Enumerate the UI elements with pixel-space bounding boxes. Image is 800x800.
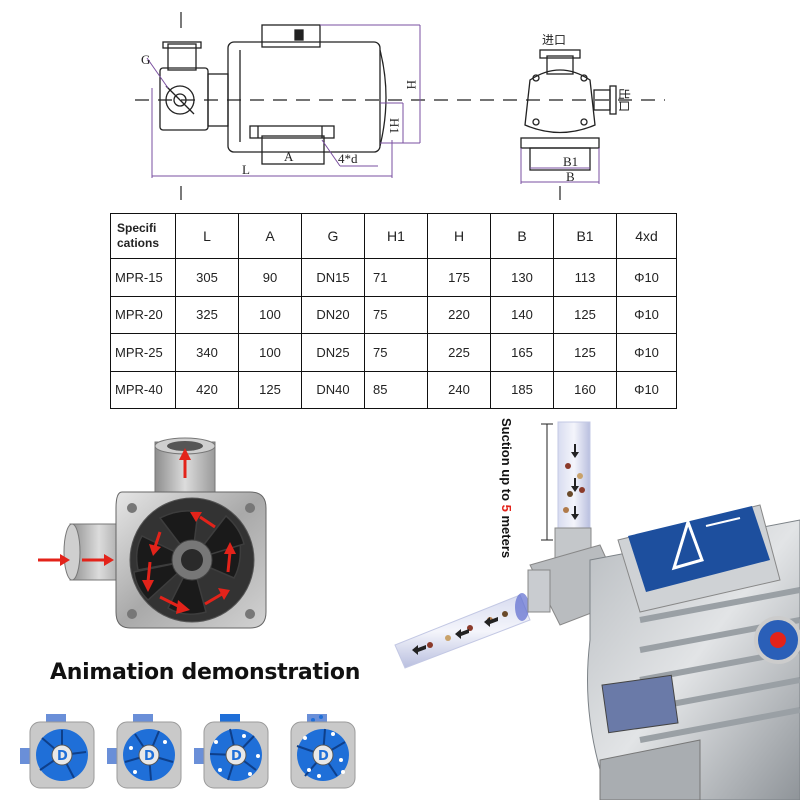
table-row: MPR-25 340 100 DN25 75 225 165 125 Φ10: [110, 333, 677, 372]
cell-a: 100: [238, 333, 302, 372]
side-view-drawing: [159, 24, 387, 165]
cell-b1: 125: [553, 295, 617, 334]
suction-motor-photo: [394, 421, 800, 800]
label-h: H: [404, 80, 419, 89]
cell-b1: 125: [553, 333, 617, 372]
cell-model: MPR-20: [110, 295, 176, 334]
header-b: B: [490, 213, 554, 259]
label-h1: H1: [387, 118, 402, 134]
cell-g: DN25: [301, 333, 365, 372]
frame-letter: D: [144, 749, 155, 764]
cell-g: DN15: [301, 258, 365, 297]
header-h: H: [427, 213, 491, 259]
animation-frame-3: D: [194, 714, 269, 789]
label-l: L: [242, 162, 250, 177]
cell-h: 240: [427, 370, 491, 409]
label-inlet: 进口: [542, 33, 566, 47]
cell-h: 175: [427, 258, 491, 297]
header-h1: H1: [364, 213, 428, 259]
cell-b: 130: [490, 258, 554, 297]
header-a: A: [238, 213, 302, 259]
table-header-row: Specifi cations L A G H1 H B B1 4xd: [110, 213, 677, 259]
end-view-dimensions: [520, 148, 600, 184]
header-g: G: [301, 213, 365, 259]
cell-4xd: Φ10: [616, 333, 677, 372]
cell-l: 340: [175, 333, 239, 372]
label-4d: 4*d: [338, 151, 358, 166]
specification-table: Specifi cations L A G H1 H B B1 4xd MPR-…: [110, 213, 677, 409]
animation-demonstration-title: Animation demonstration: [50, 660, 361, 685]
pump-housing-photo: [38, 437, 267, 629]
cell-a: 90: [238, 258, 302, 297]
label-b: B: [566, 169, 575, 184]
cell-l: 325: [175, 295, 239, 334]
down-arrow-icons: [571, 444, 579, 520]
side-view-dimensions: [146, 24, 421, 178]
cell-b: 185: [490, 370, 554, 409]
header-b1: B1: [553, 213, 617, 259]
table-row: MPR-40 420 125 DN40 85 240 185 160 Φ10: [110, 370, 677, 409]
animation-frame-1: D: [20, 714, 95, 789]
cell-h1: 85: [364, 370, 428, 409]
cell-h: 220: [427, 295, 491, 334]
cell-a: 100: [238, 295, 302, 334]
cell-b: 140: [490, 295, 554, 334]
table-row: MPR-15 305 90 DN15 71 175 130 113 Φ10: [110, 258, 677, 297]
table-row: MPR-20 325 100 DN20 75 220 140 125 Φ10: [110, 295, 677, 334]
flow-arrow-icons: [38, 448, 236, 614]
frame-letter: D: [231, 749, 242, 764]
header-4xd: 4xd: [616, 213, 677, 259]
technical-drawings: G L A 4*d H H1 进口 出口 B1 B: [135, 12, 665, 200]
header-l: L: [175, 213, 239, 259]
label-a: A: [284, 149, 294, 164]
warning-triangle-icon: [671, 517, 704, 571]
cell-h1: 75: [364, 333, 428, 372]
cell-h: 225: [427, 333, 491, 372]
label-b1: B1: [563, 154, 578, 169]
cell-model: MPR-15: [110, 258, 176, 297]
cell-b1: 113: [553, 258, 617, 297]
label-outlet: 出口: [617, 88, 631, 112]
cell-l: 305: [175, 258, 239, 297]
cell-model: MPR-25: [110, 333, 176, 372]
end-view-drawing: [520, 49, 617, 171]
motor-nameplate: [601, 674, 679, 734]
cell-b1: 160: [553, 370, 617, 409]
cell-4xd: Φ10: [616, 258, 677, 297]
cell-h1: 75: [364, 295, 428, 334]
animation-frame-4: D: [290, 714, 356, 789]
cell-b: 165: [490, 333, 554, 372]
cell-4xd: Φ10: [616, 370, 677, 409]
animation-frame-2: D: [107, 714, 182, 789]
cell-g: DN20: [301, 295, 365, 334]
suction-number: 5: [499, 504, 514, 512]
suction-suffix: meters: [499, 511, 514, 559]
cell-model: MPR-40: [110, 370, 176, 409]
label-g: G: [141, 52, 150, 67]
frame-letter: D: [318, 749, 329, 764]
cell-4xd: Φ10: [616, 295, 677, 334]
cell-l: 420: [175, 370, 239, 409]
suction-height-label: Suction up to 5 meters: [494, 418, 514, 558]
suction-prefix: Suction up to: [499, 418, 514, 505]
left-arrow-icons: [412, 617, 498, 655]
frame-letter: D: [57, 749, 68, 764]
header-specifications: Specifi cations: [110, 213, 176, 259]
cell-h1: 71: [364, 258, 428, 297]
tube-particles: [563, 463, 585, 513]
cell-a: 125: [238, 370, 302, 409]
cell-g: DN40: [301, 370, 365, 409]
suction-height-bracket: [541, 423, 553, 541]
